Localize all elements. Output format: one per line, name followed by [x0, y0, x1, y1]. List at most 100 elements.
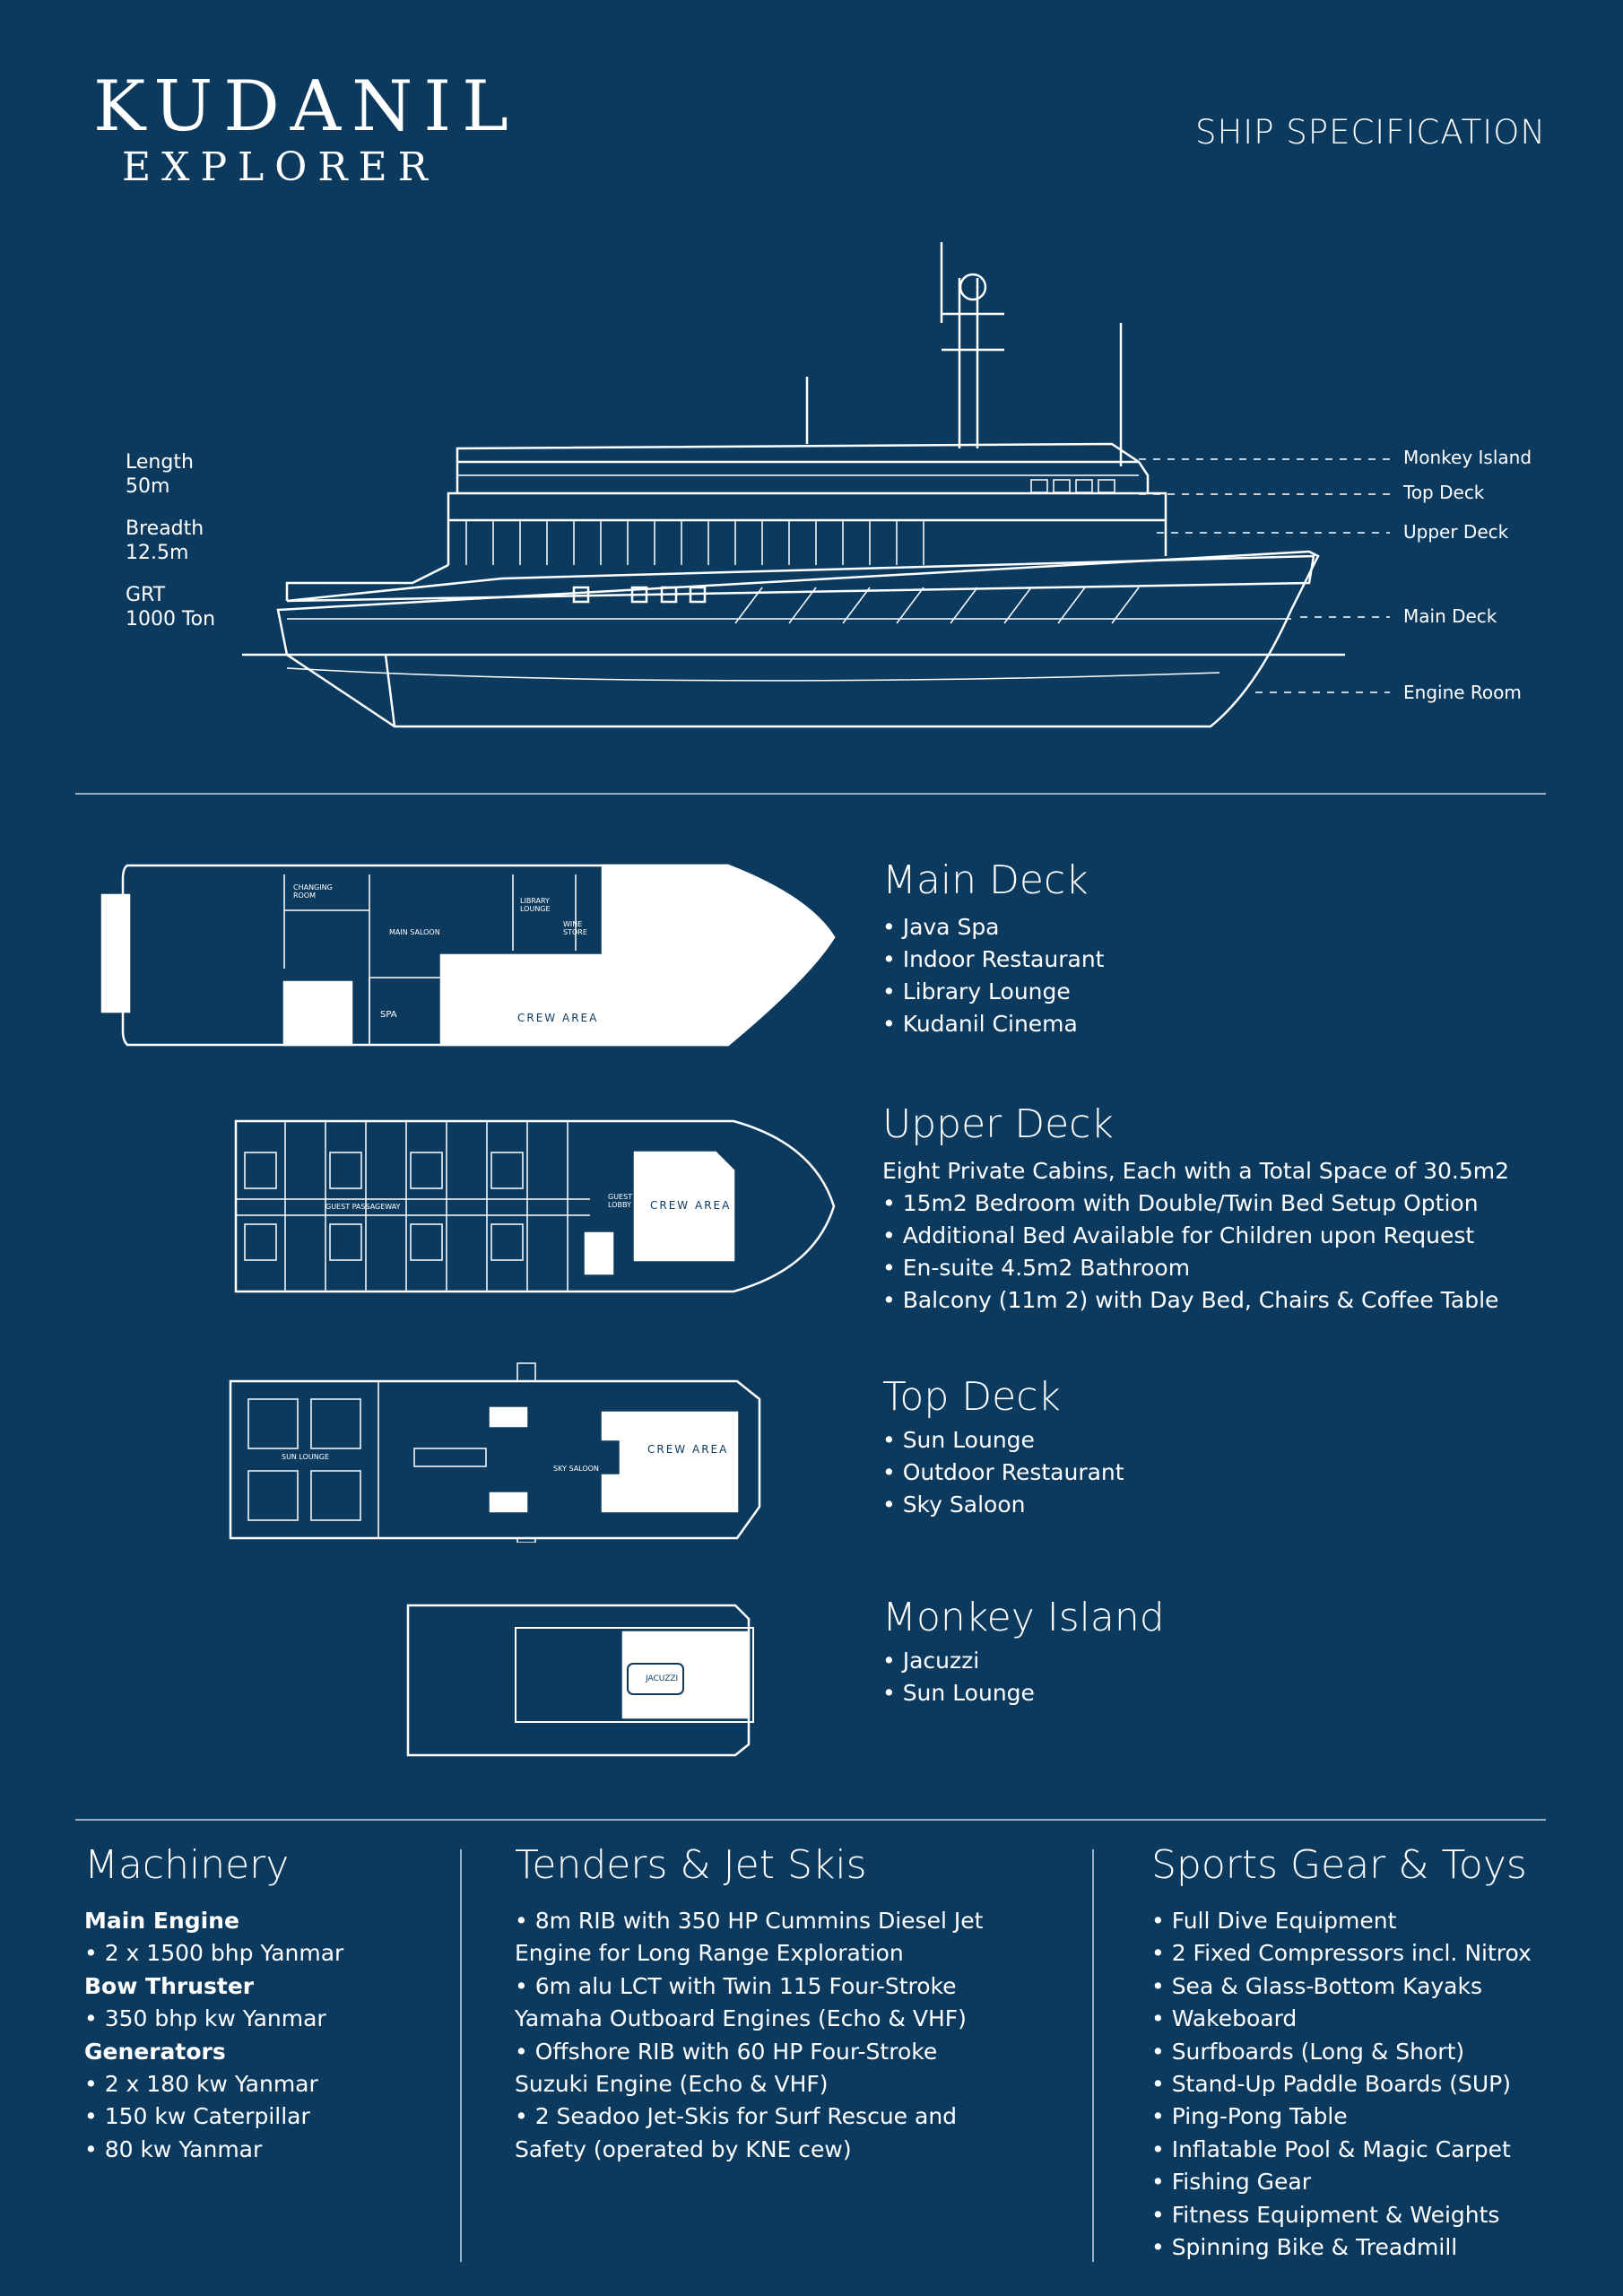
- list-item: • 2 Seadoo Jet-Skis for Surf Rescue and: [515, 2103, 958, 2130]
- tenders-section: Tenders & Jet Skis • 8m RIB with 350 HP …: [515, 1846, 983, 2166]
- list-item: • Inflatable Pool & Magic Carpet: [1151, 2135, 1511, 2162]
- list-item: • Surfboards (Long & Short): [1151, 2038, 1465, 2065]
- monkey-island-list: • Jacuzzi • Sun Lounge: [882, 1645, 1165, 1709]
- profile-label-monkey-island: Monkey Island: [1403, 447, 1532, 468]
- main-engine-heading: Main Engine: [84, 1908, 239, 1934]
- plan-label-crew-area-top: CREW AREA: [647, 1443, 729, 1456]
- section-divider-bottom: [75, 1819, 1546, 1821]
- section-divider-top: [75, 793, 1546, 795]
- list-item: • 2 x 1500 bhp Yanmar: [84, 1940, 344, 1967]
- machinery-title: Machinery: [84, 1842, 290, 1888]
- list-item: • Sun Lounge: [882, 1680, 1035, 1706]
- ship-profile-drawing: [242, 242, 1345, 728]
- bow-thruster-heading: Bow Thruster: [84, 1972, 255, 1999]
- plan-label-guest-passageway: GUEST PASSAGEWAY: [325, 1203, 401, 1211]
- plan-label-main-saloon: MAIN SALOON: [389, 928, 440, 936]
- list-item: • Fishing Gear: [1151, 2169, 1312, 2196]
- list-item: • Full Dive Equipment: [1151, 1908, 1397, 1934]
- tenders-title: Tenders & Jet Skis: [515, 1842, 867, 1888]
- list-item: • Jacuzzi: [882, 1648, 980, 1674]
- page-title: SHIP SPECIFICATION: [1195, 113, 1546, 152]
- list-item: • Ping-Pong Table: [1151, 2103, 1348, 2130]
- list-item: • 15m2 Bedroom with Double/Twin Bed Setu…: [882, 1190, 1479, 1216]
- machinery-section: Machinery Main Engine • 2 x 1500 bhp Yan…: [84, 1846, 343, 2166]
- main-deck-plan: CHANGING ROOM MAIN SALOON LIBRARY LOUNGE…: [100, 861, 836, 1049]
- spec-length-value: 50m: [126, 475, 170, 498]
- list-item: • Additional Bed Available for Children …: [882, 1222, 1475, 1248]
- plan-label-changing-room: CHANGING ROOM: [293, 883, 333, 900]
- machinery-body: Main Engine • 2 x 1500 bhp Yanmar Bow Th…: [84, 1905, 343, 2166]
- list-item: • 2 Fixed Compressors incl. Nitrox: [1151, 1940, 1532, 1967]
- list-item: • Wakeboard: [1151, 2005, 1298, 2032]
- plan-label-crew-area-upper: CREW AREA: [650, 1199, 732, 1212]
- list-item: • 80 kw Yanmar: [84, 2135, 263, 2162]
- monkey-island-section: Monkey Island • Jacuzzi • Sun Lounge: [882, 1598, 1165, 1709]
- sports-title: Sports Gear & Toys: [1151, 1842, 1527, 1888]
- top-deck-title: Top Deck: [882, 1374, 1061, 1420]
- column-divider-1: [460, 1849, 462, 2262]
- list-item: • 350 bhp kw Yanmar: [84, 2005, 326, 2032]
- profile-label-upper-deck: Upper Deck: [1403, 521, 1509, 543]
- upper-deck-title: Upper Deck: [882, 1101, 1114, 1147]
- plan-label-jacuzzi: JACUZZI: [646, 1674, 679, 1683]
- plan-label-spa: SPA: [380, 1010, 397, 1020]
- spec-breadth-value: 12.5m: [126, 542, 189, 564]
- list-item: Suzuki Engine (Echo & VHF): [515, 2071, 829, 2098]
- spec-length-label: Length: [126, 451, 194, 474]
- main-deck-list: • Java Spa • Indoor Restaurant • Library…: [882, 911, 1104, 1040]
- list-item: • Fitness Equipment & Weights: [1151, 2201, 1500, 2228]
- spec-length: Length 50m: [126, 450, 194, 499]
- list-item: • Balcony (11m 2) with Day Bed, Chairs &…: [882, 1287, 1499, 1313]
- spec-breadth: Breadth 12.5m: [126, 517, 204, 565]
- main-deck-section: Main Deck • Java Spa • Indoor Restaurant…: [882, 861, 1104, 1040]
- upper-deck-list: Eight Private Cabins, Each with a Total …: [882, 1155, 1509, 1317]
- spec-grt: GRT 1000 Ton: [126, 583, 215, 631]
- plan-label-crew-area-main: CREW AREA: [517, 1012, 599, 1024]
- list-item: Yamaha Outboard Engines (Echo & VHF): [515, 2005, 967, 2032]
- top-deck-section: Top Deck • Sun Lounge • Outdoor Restaura…: [882, 1378, 1124, 1521]
- profile-label-top-deck: Top Deck: [1403, 482, 1485, 503]
- list-item: Safety (operated by KNE cew): [515, 2135, 852, 2162]
- list-item: • Java Spa: [882, 914, 1000, 940]
- list-item: Eight Private Cabins, Each with a Total …: [882, 1158, 1509, 1184]
- list-item: • Sun Lounge: [882, 1427, 1035, 1453]
- list-item: • En-suite 4.5m2 Bathroom: [882, 1255, 1191, 1281]
- sports-section: Sports Gear & Toys • Full Dive Equipment…: [1151, 1846, 1532, 2264]
- spec-grt-label: GRT: [126, 584, 166, 606]
- list-item: • Stand-Up Paddle Boards (SUP): [1151, 2071, 1512, 2098]
- upper-deck-plan: GUEST PASSAGEWAY GUEST LOBBY CREW AREA: [231, 1117, 841, 1296]
- plan-label-guest-lobby: GUEST LOBBY: [608, 1193, 633, 1209]
- profile-leader-lines: [1139, 458, 1390, 693]
- list-item: • Kudanil Cinema: [882, 1011, 1078, 1037]
- list-item: • 150 kw Caterpillar: [84, 2103, 310, 2130]
- plan-label-sky-saloon: SKY SALOON: [553, 1465, 599, 1473]
- list-item: • Offshore RIB with 60 HP Four-Stroke: [515, 2038, 938, 2065]
- profile-label-engine-room: Engine Room: [1403, 682, 1522, 703]
- monkey-island-plan: JACUZZI: [404, 1601, 762, 1758]
- spec-breadth-label: Breadth: [126, 517, 204, 540]
- profile-label-main-deck: Main Deck: [1403, 605, 1497, 627]
- list-item: • Spinning Bike & Treadmill: [1151, 2234, 1458, 2261]
- plan-label-sun-lounge: SUN LOUNGE: [282, 1453, 330, 1461]
- list-item: • Sea & Glass-Bottom Kayaks: [1151, 1972, 1483, 1999]
- list-item: • 6m alu LCT with Twin 115 Four-Stroke: [515, 1972, 957, 1999]
- spec-grt-value: 1000 Ton: [126, 608, 216, 631]
- brand-logo-line2: EXPLORER: [122, 144, 438, 190]
- generators-heading: Generators: [84, 2038, 226, 2065]
- brand-logo-line1: KUDANIL: [93, 66, 519, 147]
- list-item: • Indoor Restaurant: [882, 946, 1105, 972]
- monkey-island-title: Monkey Island: [882, 1595, 1165, 1640]
- top-deck-plan: SUN LOUNGE SKY SALOON CREW AREA: [226, 1359, 764, 1543]
- top-deck-list: • Sun Lounge • Outdoor Restaurant • Sky …: [882, 1424, 1124, 1521]
- list-item: • Sky Saloon: [882, 1492, 1026, 1518]
- main-deck-title: Main Deck: [882, 857, 1089, 903]
- tenders-body: • 8m RIB with 350 HP Cummins Diesel Jet …: [515, 1905, 983, 2166]
- list-item: • 2 x 180 kw Yanmar: [84, 2071, 318, 2098]
- list-item: • Library Lounge: [882, 978, 1071, 1004]
- sports-body: • Full Dive Equipment • 2 Fixed Compress…: [1151, 1905, 1532, 2264]
- plan-label-wine-store: WINE STORE: [563, 920, 587, 936]
- list-item: Engine for Long Range Exploration: [515, 1940, 904, 1967]
- list-item: • 8m RIB with 350 HP Cummins Diesel Jet: [515, 1908, 984, 1934]
- column-divider-2: [1092, 1849, 1094, 2262]
- upper-deck-section: Upper Deck Eight Private Cabins, Each wi…: [882, 1105, 1509, 1317]
